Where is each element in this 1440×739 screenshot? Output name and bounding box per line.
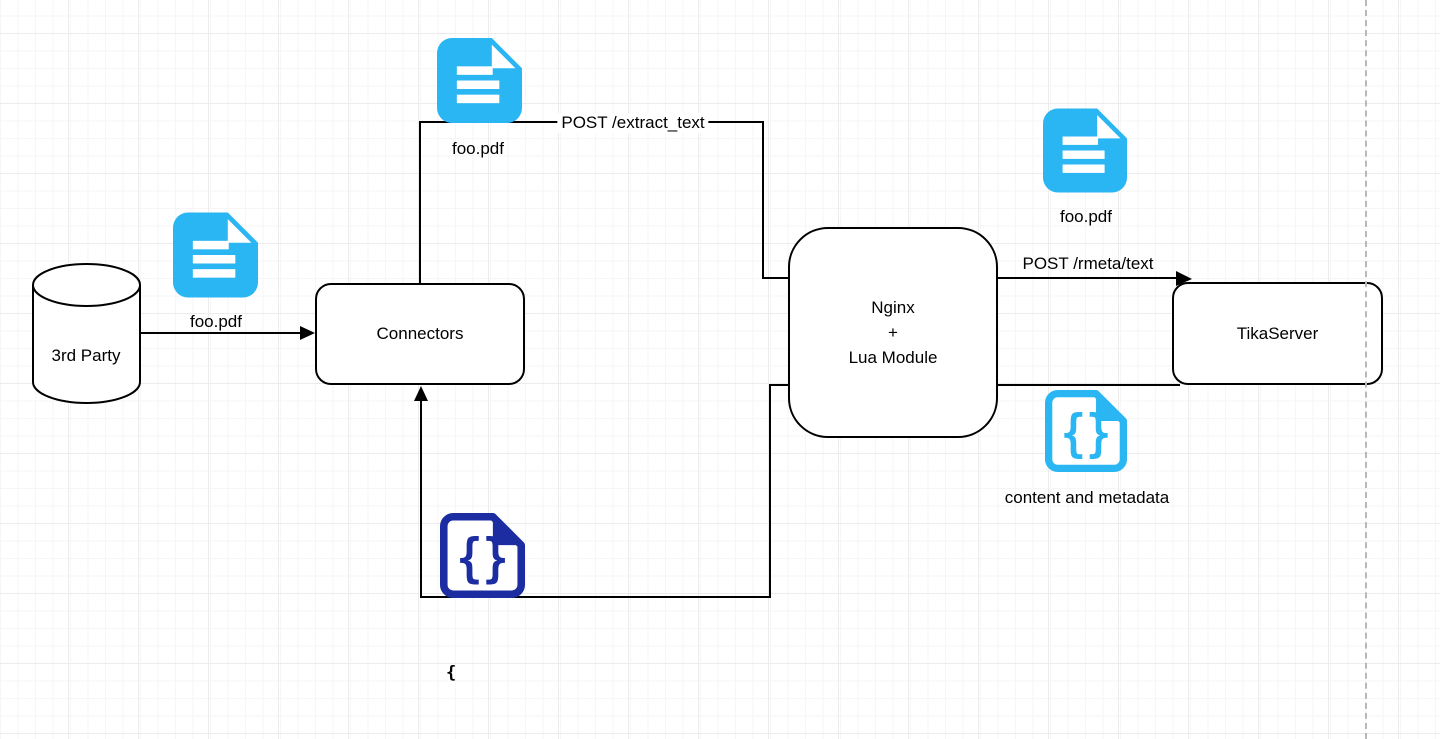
json-response-code-block[interactable]: { "extrated_text": "textual contents", "…	[446, 603, 835, 739]
json-document-icon-response[interactable]	[440, 511, 525, 605]
edge-post-rmeta-text[interactable]	[998, 271, 1192, 286]
json-document-icon-content[interactable]	[1045, 389, 1127, 478]
third-party-label: 3rd Party	[51, 346, 121, 365]
edge-post-extract-text[interactable]	[419, 121, 788, 283]
document-icon-foo-pdf-input[interactable]	[173, 211, 258, 304]
file-label-foo-pdf-top: foo.pdf	[452, 139, 504, 158]
edge-label-post-rmeta-text: POST /rmeta/text	[1022, 254, 1154, 273]
edge-label-post-extract-text: POST /extract_text	[557, 113, 709, 133]
document-icon-foo-pdf-right[interactable]	[1043, 108, 1127, 198]
edge-label-foo-pdf-input: foo.pdf	[190, 312, 242, 331]
connectors-node[interactable]: Connectors	[315, 283, 525, 385]
code-line: {	[446, 663, 457, 683]
nginx-lua-node[interactable]: Nginx + Lua Module	[788, 227, 998, 438]
page-boundary-divider	[1365, 0, 1367, 739]
edge-foo-pdf-to-connectors[interactable]	[140, 326, 315, 340]
edge-return-json-response[interactable]	[414, 384, 788, 598]
file-label-content-and-metadata: content and metadata	[1004, 488, 1170, 507]
tika-server-label: TikaServer	[1236, 323, 1319, 343]
tika-server-node[interactable]: TikaServer	[1172, 282, 1383, 385]
file-label-foo-pdf-right: foo.pdf	[1060, 207, 1112, 226]
connectors-label: Connectors	[376, 324, 464, 343]
third-party-cylinder[interactable]	[32, 263, 141, 404]
document-icon-foo-pdf-top[interactable]	[437, 38, 522, 128]
nginx-label: Nginx + Lua Module	[848, 298, 938, 367]
